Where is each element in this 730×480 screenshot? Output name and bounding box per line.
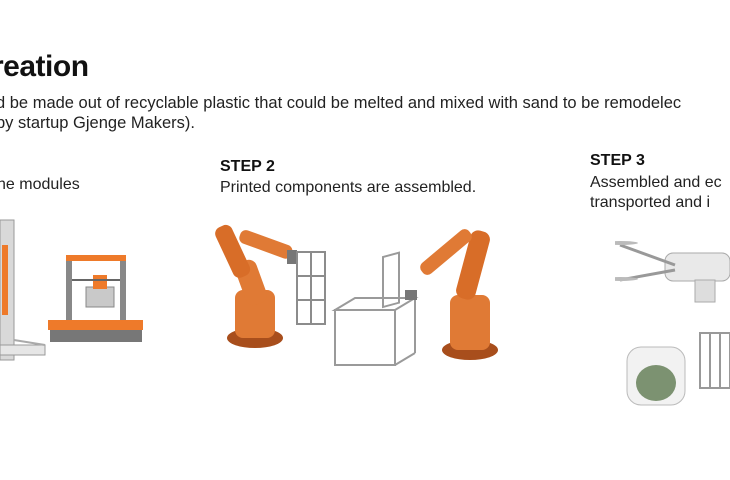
intro-line-2: by startup Gjenge Makers). <box>0 114 195 132</box>
step-3-text-line-1: Assembled and ec <box>590 174 722 191</box>
intro-line-1: d be made out of recyclable plastic that… <box>0 94 682 112</box>
step-3-text-line-2: transported and i <box>590 194 711 211</box>
robot-arms-illustration <box>215 224 498 366</box>
drone-modules-illustration <box>615 241 730 406</box>
step-2-label: STEP 2 <box>220 158 275 175</box>
3d-printers-illustration <box>0 219 143 361</box>
step-2-text: Printed components are assembled. <box>220 179 477 196</box>
page-title: reation <box>0 50 89 83</box>
step-3-label: STEP 3 <box>590 152 645 169</box>
step-1-text: ne modules <box>0 176 80 193</box>
